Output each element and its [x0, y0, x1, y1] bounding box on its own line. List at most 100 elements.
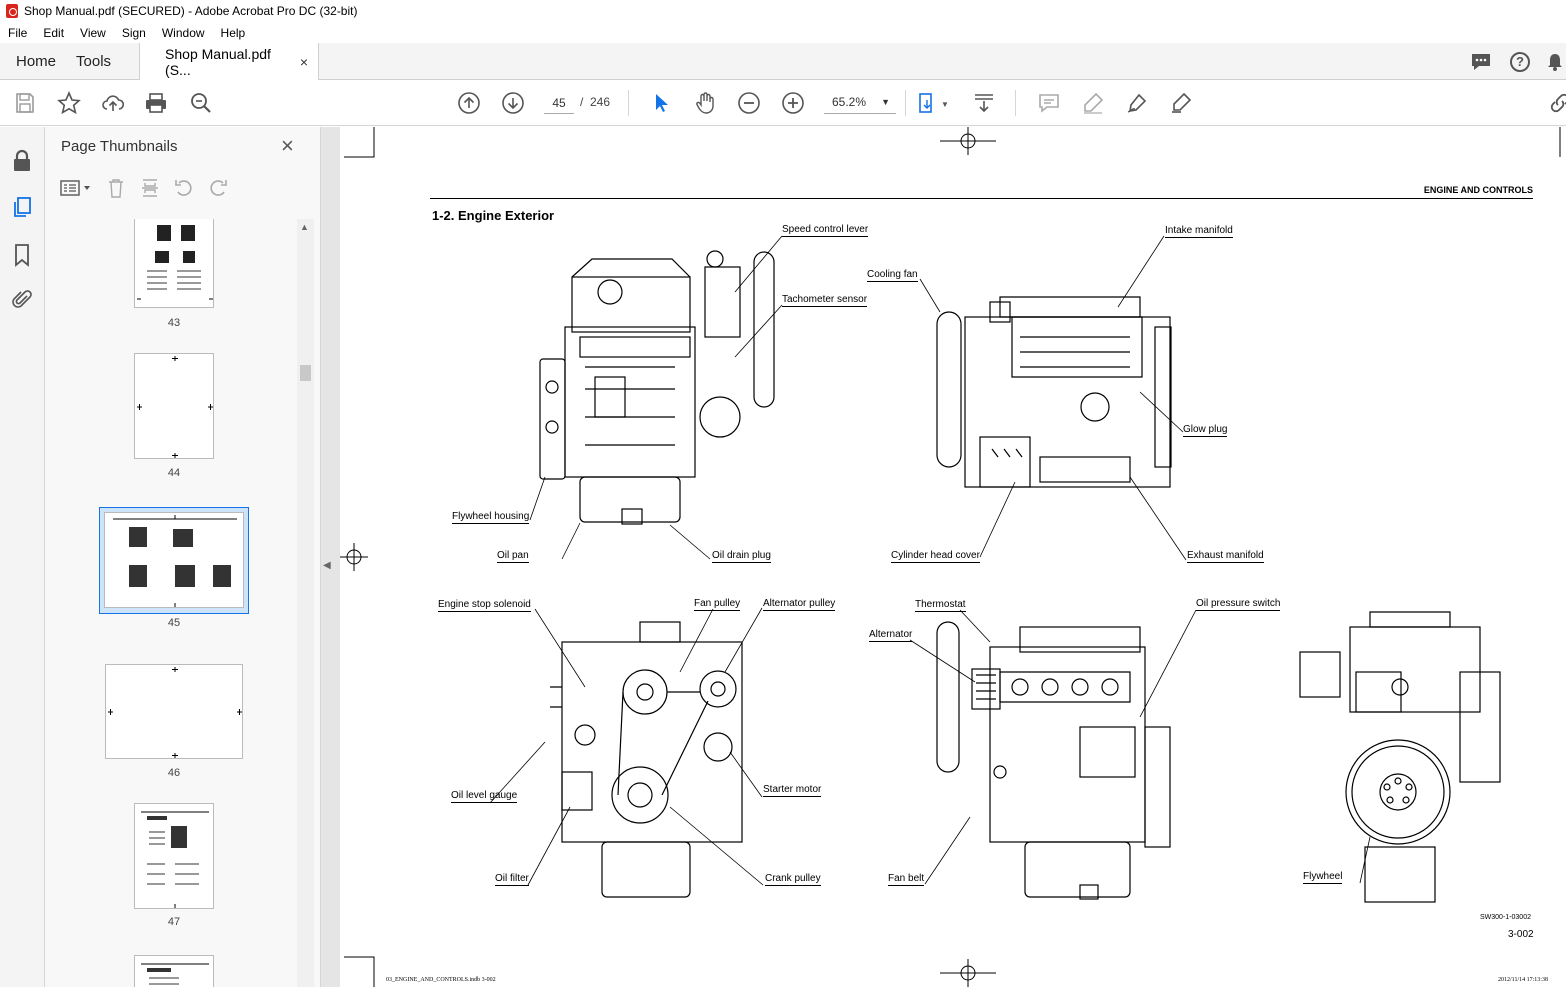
label-cooling-fan: Cooling fan — [867, 269, 918, 282]
previous-page-icon[interactable] — [457, 91, 481, 115]
notification-bell-icon[interactable] — [1548, 52, 1562, 72]
tab-document-label: Shop Manual.pdf (S... — [165, 45, 271, 78]
thumbnail-preview — [137, 356, 213, 458]
next-page-icon[interactable] — [501, 91, 525, 115]
draw-pen-icon[interactable] — [1125, 91, 1149, 115]
label-cylinder-head-cover: Cylinder head cover — [891, 550, 980, 563]
panel-close-icon[interactable]: × — [281, 133, 294, 158]
thumbnail-page[interactable] — [134, 803, 214, 909]
thumbnail-page[interactable] — [105, 664, 243, 759]
thumbnail-list: 43 44 45 46 47 — [45, 219, 297, 987]
thumbnail-preview — [141, 811, 209, 908]
tab-right-icons: ? — [1470, 43, 1566, 80]
panel-toolbar — [59, 177, 229, 199]
insert-page-icon[interactable] — [139, 177, 161, 199]
toolbar-separator — [1015, 90, 1016, 116]
sign-icon[interactable] — [1169, 91, 1193, 115]
menu-sign[interactable]: Sign — [121, 25, 146, 40]
thumbnail-preview — [137, 225, 213, 300]
thumbnail-scrollbar[interactable]: ▲ — [297, 219, 314, 987]
page-drawing — [340, 127, 1561, 987]
label-fan-belt: Fan belt — [888, 873, 925, 886]
thumbnail-options-icon[interactable] — [59, 178, 93, 198]
thumbnail-page[interactable] — [134, 955, 214, 987]
label-alternator: Alternator — [869, 629, 913, 642]
hand-tool-icon[interactable] — [693, 91, 717, 115]
thumbnail-page-current[interactable] — [104, 512, 244, 608]
collapse-panel-icon[interactable]: ◀ — [323, 560, 331, 571]
menu-view[interactable]: View — [80, 25, 106, 40]
page-total: 246 — [590, 95, 611, 109]
label-alternator-pulley: Alternator pulley — [763, 598, 836, 611]
scrollbar-thumb[interactable] — [300, 365, 311, 381]
tab-tools[interactable]: Tools — [76, 52, 112, 70]
thumbnail-panel: Page Thumbnails × 43 44 45 46 — [45, 127, 321, 987]
highlight-icon[interactable] — [1081, 91, 1105, 115]
bookmark-star-icon[interactable] — [57, 91, 81, 115]
cloud-upload-icon[interactable] — [101, 91, 125, 115]
toolbar: ▼ — [0, 80, 1566, 126]
save-icon[interactable] — [13, 91, 37, 115]
thumbnail-label: 44 — [167, 467, 181, 479]
thumbnail-page[interactable] — [134, 219, 214, 308]
thumbnail-page[interactable] — [134, 353, 214, 459]
acrobat-icon — [6, 4, 18, 18]
zoom-in-icon[interactable] — [781, 91, 805, 115]
lock-icon[interactable] — [10, 149, 34, 173]
page-number: 3-002 — [1508, 929, 1534, 940]
zoom-dropdown[interactable]: 65.2% ▼ — [824, 92, 896, 114]
print-icon[interactable] — [144, 91, 168, 115]
rotate-left-icon[interactable] — [173, 177, 195, 199]
bookmarks-icon[interactable] — [10, 243, 34, 267]
add-comment-icon[interactable] — [1037, 91, 1061, 115]
page-thumbnails-icon[interactable] — [10, 195, 34, 219]
tab-close-icon[interactable]: × — [299, 53, 309, 70]
tab-document[interactable]: Shop Manual.pdf (S... × — [139, 43, 320, 80]
rotate-right-icon[interactable] — [207, 177, 229, 199]
select-cursor-icon[interactable] — [649, 91, 673, 115]
label-oil-pressure-switch: Oil pressure switch — [1196, 598, 1281, 611]
label-glow-plug: Glow plug — [1183, 424, 1228, 437]
label-engine-stop-solenoid: Engine stop solenoid — [438, 599, 531, 612]
page-number-input[interactable] — [544, 92, 574, 114]
menu-help[interactable]: Help — [220, 25, 246, 40]
thumbnail-preview — [113, 515, 237, 607]
menu-file[interactable]: File — [8, 25, 28, 40]
footer-timestamp: 2012/11/14 17:13:38 — [1498, 977, 1548, 983]
section-title: 1-2. Engine Exterior — [432, 208, 555, 223]
label-exhaust-manifold: Exhaust manifold — [1187, 550, 1264, 563]
page-fit-dropdown-icon[interactable]: ▼ — [941, 100, 949, 109]
page-fit-icon[interactable] — [917, 91, 941, 115]
window-title: Shop Manual.pdf (SECURED) - Adobe Acroba… — [24, 4, 358, 18]
thumbnail-label: 46 — [167, 767, 181, 779]
label-starter-motor: Starter motor — [763, 784, 822, 797]
label-flywheel-housing: Flywheel housing — [452, 511, 530, 524]
toolbar-separator — [905, 90, 906, 116]
attachments-icon[interactable] — [10, 288, 34, 312]
panel-title: Page Thumbnails — [61, 138, 178, 155]
delete-page-icon[interactable] — [105, 177, 127, 199]
page-separator: / — [580, 95, 584, 109]
thumbnail-label: 43 — [167, 317, 181, 329]
label-oil-filter: Oil filter — [495, 873, 529, 886]
help-icon[interactable]: ? — [1510, 51, 1530, 72]
pdf-page: ENGINE AND CONTROLS 1-2. Engine Exterior… — [340, 127, 1566, 987]
menu-bar: File Edit View Sign Window Help — [0, 22, 1566, 43]
page-header: ENGINE AND CONTROLS — [1423, 185, 1533, 195]
title-bar: Shop Manual.pdf (SECURED) - Adobe Acroba… — [0, 0, 1566, 22]
menu-window[interactable]: Window — [161, 25, 205, 40]
share-link-icon[interactable] — [1548, 91, 1566, 115]
label-speed-control-lever: Speed control lever — [782, 224, 869, 237]
thumbnail-label: 45 — [167, 617, 181, 629]
comment-icon[interactable] — [1470, 52, 1492, 72]
header-rule — [430, 198, 1533, 199]
zoom-search-icon[interactable] — [189, 91, 213, 115]
scroll-up-icon[interactable]: ▲ — [300, 222, 309, 232]
label-crank-pulley: Crank pulley — [765, 873, 821, 886]
scroll-mode-icon[interactable] — [972, 91, 996, 115]
menu-edit[interactable]: Edit — [43, 25, 65, 40]
label-oil-level-gauge: Oil level gauge — [451, 790, 518, 803]
zoom-out-icon[interactable] — [737, 91, 761, 115]
toolbar-separator — [628, 90, 629, 116]
tab-home[interactable]: Home — [16, 52, 57, 70]
